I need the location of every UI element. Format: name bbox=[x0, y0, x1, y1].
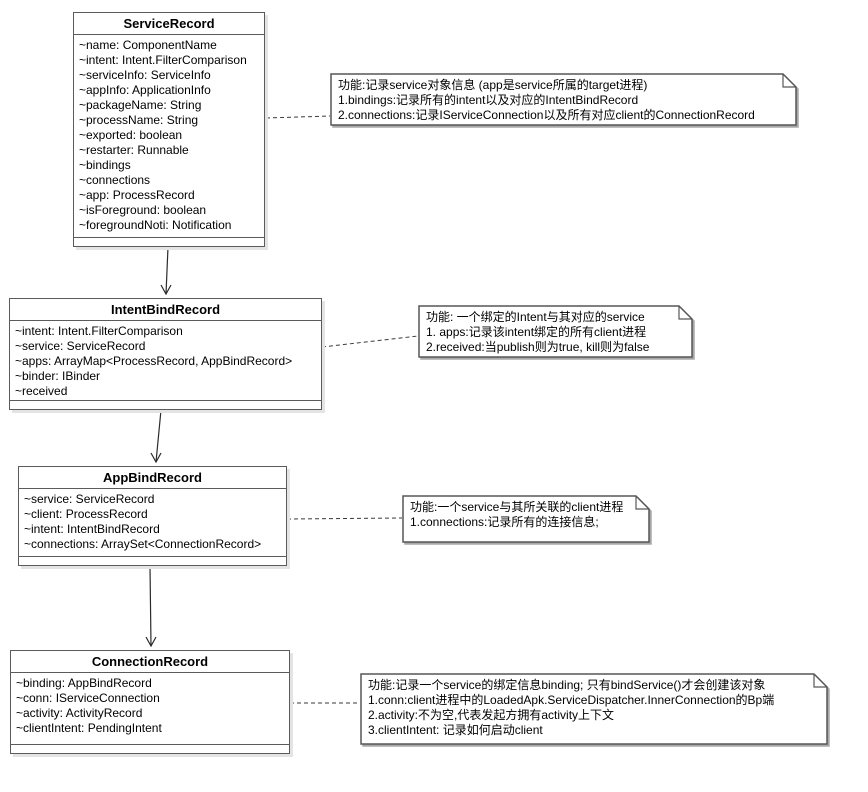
class-attribute: ~binder: IBinder bbox=[15, 369, 101, 383]
class-attribute: ~serviceInfo: ServiceInfo bbox=[79, 68, 211, 82]
class-attribute: ~appInfo: ApplicationInfo bbox=[79, 83, 211, 97]
class-attribute: ~processName: String bbox=[79, 113, 199, 127]
class-methods-compartment-empty bbox=[19, 556, 286, 565]
note-line: 2.received:当publish则为true, kill则为false bbox=[426, 340, 650, 354]
class-attribute: ~binding: AppBindRecord bbox=[16, 676, 152, 690]
class-box-servicerecord: ServiceRecord ~name: ComponentName~inten… bbox=[73, 12, 265, 247]
class-attribute: ~foregroundNoti: Notification bbox=[79, 218, 232, 232]
note-line: 1. apps:记录该intent绑定的所有client进程 bbox=[426, 325, 647, 339]
class-methods-compartment-empty bbox=[11, 744, 289, 753]
class-attribute: ~clientIntent: PendingIntent bbox=[16, 721, 162, 735]
note-line: 功能:记录service对象信息 (app是service所属的target进程… bbox=[338, 78, 648, 92]
class-attributes: ~name: ComponentName~intent: Intent.Filt… bbox=[74, 35, 264, 237]
class-attribute: ~intent: IntentBindRecord bbox=[24, 522, 160, 536]
class-attribute: ~conn: IServiceConnection bbox=[16, 691, 160, 705]
note-line: 功能: 一个绑定的Intent与其对应的service bbox=[426, 310, 645, 324]
class-title: ConnectionRecord bbox=[11, 651, 289, 673]
class-methods-compartment-empty bbox=[10, 400, 321, 409]
note-text: 功能:记录一个service的绑定信息binding; 只有bindServic… bbox=[360, 673, 828, 745]
class-box-connectionrecord: ConnectionRecord ~binding: AppBindRecord… bbox=[10, 650, 290, 754]
class-attributes: ~binding: AppBindRecord~conn: IServiceCo… bbox=[11, 673, 289, 744]
class-title: AppBindRecord bbox=[19, 467, 286, 489]
note-outline-icon bbox=[402, 495, 650, 543]
class-attribute: ~intent: Intent.FilterComparison bbox=[79, 53, 247, 67]
note-text: 功能:记录service对象信息 (app是service所属的target进程… bbox=[330, 73, 797, 126]
class-attribute: ~connections bbox=[79, 173, 151, 187]
connector-servicerecord-note bbox=[265, 115, 331, 119]
note-servicerecord: 功能:记录service对象信息 (app是service所属的target进程… bbox=[330, 73, 797, 126]
arrow-intentbindrecord-to-appbindrecord bbox=[150, 409, 162, 464]
class-attribute: ~bindings bbox=[79, 158, 131, 172]
note-line: 1.connections:记录所有的连接信息; bbox=[410, 515, 599, 529]
arrow-appbindrecord-to-connectionrecord bbox=[145, 565, 157, 648]
note-line: 功能:一个service与其所关联的client进程 bbox=[410, 500, 624, 514]
note-line: 1.bindings:记录所有的intent以及对应的IntentBindRec… bbox=[338, 93, 639, 107]
note-outline-icon bbox=[360, 673, 828, 745]
class-attribute: ~restarter: Runnable bbox=[79, 143, 189, 157]
class-title: ServiceRecord bbox=[74, 13, 264, 35]
class-attribute: ~apps: ArrayMap<ProcessRecord, AppBindRe… bbox=[15, 354, 293, 368]
class-attributes: ~service: ServiceRecord~client: ProcessR… bbox=[19, 489, 286, 556]
class-attribute: ~received bbox=[15, 384, 68, 398]
note-outline-icon bbox=[418, 305, 693, 358]
class-attribute: ~connections: ArraySet<ConnectionRecord> bbox=[24, 537, 262, 551]
note-connectionrecord: 功能:记录一个service的绑定信息binding; 只有bindServic… bbox=[360, 673, 828, 745]
arrow-servicerecord-to-intentbindrecord bbox=[160, 246, 172, 296]
note-outline-icon bbox=[330, 73, 797, 126]
class-attribute: ~client: ProcessRecord bbox=[24, 507, 148, 521]
class-attribute: ~activity: ActivityRecord bbox=[16, 706, 143, 720]
class-attribute: ~isForeground: boolean bbox=[79, 203, 207, 217]
class-attribute: ~app: ProcessRecord bbox=[79, 188, 195, 202]
class-title: IntentBindRecord bbox=[10, 299, 321, 321]
class-box-intentbindrecord: IntentBindRecord ~intent: Intent.FilterC… bbox=[9, 298, 322, 410]
class-box-appbindrecord: AppBindRecord ~service: ServiceRecord~cl… bbox=[18, 466, 287, 566]
note-line: 1.conn:client进程中的LoadedApk.ServiceDispat… bbox=[368, 693, 775, 707]
note-line: 2.connections:记录IServiceConnection以及所有对应… bbox=[338, 108, 755, 122]
note-line: 功能:记录一个service的绑定信息binding; 只有bindServic… bbox=[368, 678, 766, 692]
class-attribute: ~exported: boolean bbox=[79, 128, 183, 142]
note-line: 2.activity:不为空,代表发起方拥有activity上下文 bbox=[368, 708, 615, 722]
class-methods-compartment-empty bbox=[74, 237, 264, 246]
class-attribute: ~packageName: String bbox=[79, 98, 202, 112]
connector-intentbindrecord-note bbox=[321, 335, 419, 348]
class-attribute: ~service: ServiceRecord bbox=[15, 339, 146, 353]
class-attribute: ~service: ServiceRecord bbox=[24, 492, 155, 506]
class-attribute: ~name: ComponentName bbox=[79, 38, 217, 52]
class-attribute: ~intent: Intent.FilterComparison bbox=[15, 324, 183, 338]
connector-appbindrecord-note bbox=[286, 517, 403, 520]
class-attributes: ~intent: Intent.FilterComparison~service… bbox=[10, 321, 321, 400]
note-line: 3.clientIntent: 记录如何启动client bbox=[368, 723, 543, 737]
